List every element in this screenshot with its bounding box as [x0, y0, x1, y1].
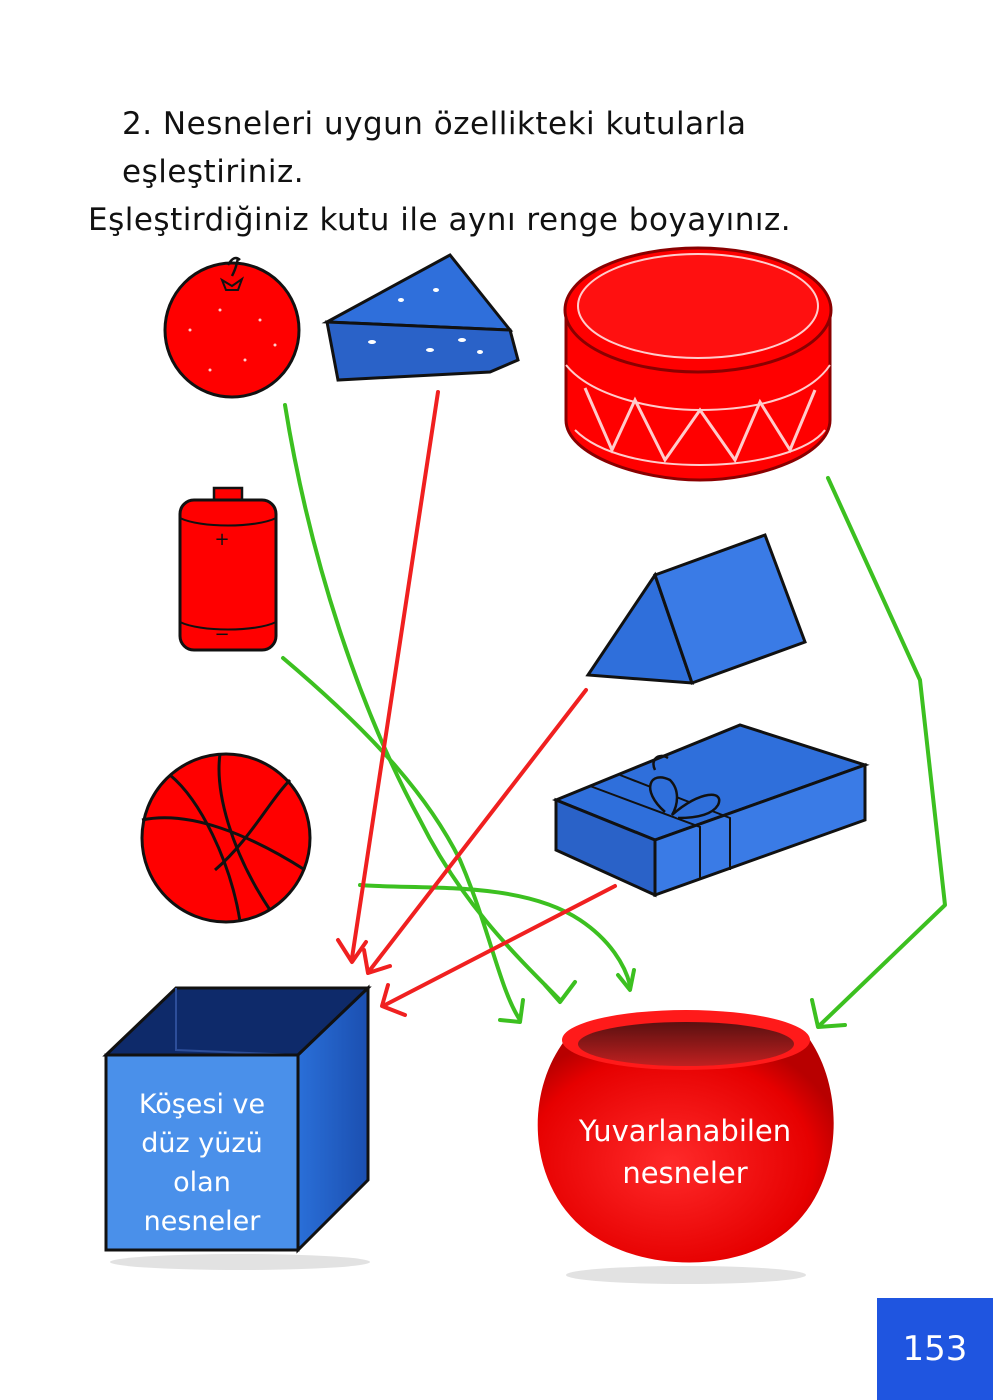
cube-box-image[interactable] [102, 984, 372, 1270]
arrow-drum-to-bowl [818, 476, 947, 1027]
round-bowl-label-line-2: nesneler [622, 1156, 748, 1190]
instruction-line-1: 2. Nesneleri uygun özellikteki kutularla… [122, 106, 747, 190]
instruction-text: 2. Nesneleri uygun özellikteki kutularla… [88, 100, 928, 244]
red-arrows [336, 390, 617, 1017]
cube-box-label-line-2: düz yüzü [141, 1128, 263, 1159]
battery-minus-symbol: − [214, 624, 229, 645]
round-bowl-label: Yuvarlanabilen nesneler [550, 1110, 820, 1194]
battery-plus-symbol: + [214, 529, 229, 550]
basketball-image[interactable] [140, 752, 312, 924]
green-arrows [281, 403, 947, 1029]
gift-box-image[interactable] [552, 723, 870, 898]
instruction-line-2: Eşleştirdiğiniz kutu ile aynı renge boya… [88, 202, 792, 238]
arrow-basketball-to-bowl [358, 883, 632, 987]
arrow-cheese-to-box [350, 390, 440, 960]
round-bowl-image[interactable] [537, 1010, 834, 1284]
cube-box-label: Köşesi ve düz yüzü olan nesneler [106, 1085, 298, 1241]
triangular-prism-image[interactable] [585, 533, 807, 685]
cube-box-label-line-3: olan [173, 1167, 231, 1198]
battery-image[interactable]: + − [178, 486, 278, 652]
arrow-gift-to-box [383, 884, 617, 1007]
drum-image[interactable] [563, 246, 833, 482]
arrow-battery-to-bowl [281, 656, 522, 1022]
cheese-image[interactable] [321, 253, 520, 382]
cube-box-label-line-1: Köşesi ve [138, 1089, 266, 1120]
page-number: 153 [877, 1298, 993, 1400]
round-bowl-label-line-1: Yuvarlanabilen [578, 1114, 792, 1148]
cube-box-label-line-4: nesneler [143, 1206, 261, 1237]
arrow-prism-to-box [368, 688, 588, 972]
orange-image[interactable] [163, 256, 301, 399]
